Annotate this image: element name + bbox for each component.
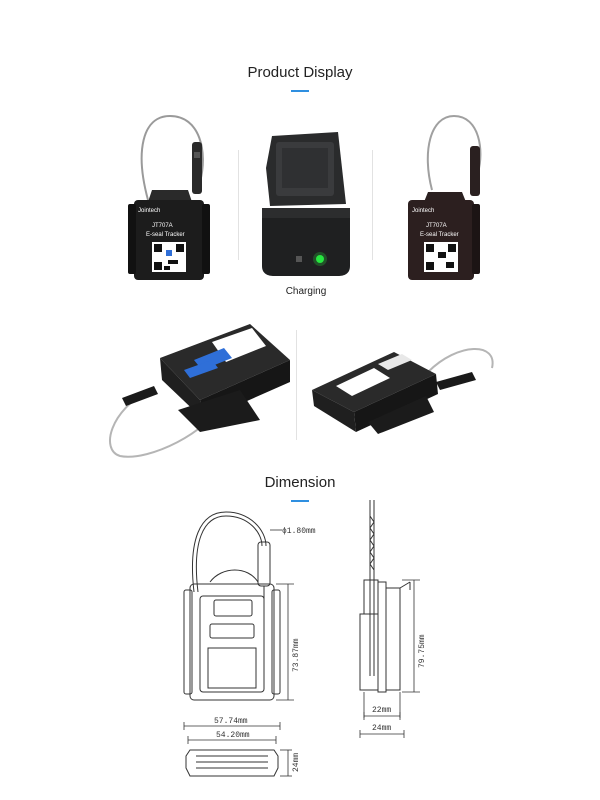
device3-brand-text: Jointech (412, 208, 434, 214)
device-angled-side-image (312, 348, 494, 434)
dimension-title: Dimension (264, 474, 336, 491)
device1-name-text: E-seal Tracker (146, 232, 185, 238)
device3-name-text: E-seal Tracker (420, 232, 459, 238)
device-front-black-image: Jointech JT707A E-seal Tracker (128, 114, 210, 280)
dimension-underline (291, 500, 309, 502)
side-depth-inner-label: 22mm (372, 706, 391, 715)
product-display-underline (291, 90, 309, 92)
charging-caption: Charging (285, 286, 327, 297)
body-height-label: 73.87mm (292, 638, 301, 672)
total-height-label: 79.75mm (418, 634, 427, 668)
device3-model-text: JT707A (426, 223, 447, 229)
width-outer-label: 57.74mm (214, 717, 248, 726)
device1-brand-text: Jointech (138, 208, 160, 214)
wire-diameter-label: ϕ1.80mm (282, 527, 316, 536)
device1-model-text: JT707A (152, 223, 173, 229)
device-front-brown-image: Jointech JT707A E-seal Tracker (408, 114, 482, 280)
product-display-title: Product Display (247, 64, 353, 81)
divider-3 (296, 330, 297, 440)
width-inner-label: 54.20mm (216, 731, 250, 740)
divider-2 (372, 150, 373, 260)
divider-1 (238, 150, 239, 260)
front-dimension-drawing: ϕ1.80mm 73.87mm 57.74mm 54.20mm 24mm (183, 511, 316, 777)
depth-bottom-label: 24mm (292, 753, 301, 772)
side-depth-outer-label: 24mm (372, 724, 391, 733)
side-dimension-drawing: 79.75mm 22mm 24mm (359, 500, 427, 738)
device-angled-cable-image (109, 324, 290, 458)
charging-dock-image (262, 132, 350, 276)
